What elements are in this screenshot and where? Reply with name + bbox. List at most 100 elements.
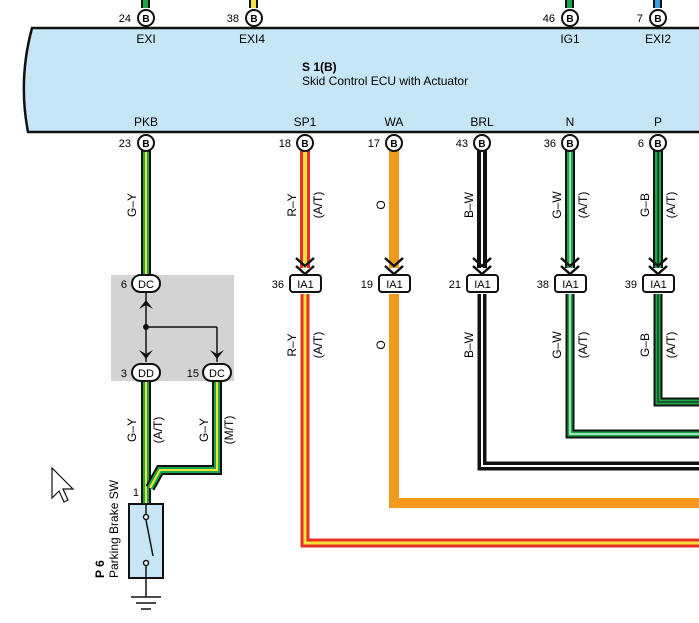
wire-label: G–W xyxy=(550,191,564,219)
wire-labels: G–Y R–Y (A/T) O B–W G–W (A/T) G–B (A/T) … xyxy=(125,191,678,445)
ecu-name: Skid Control ECU with Actuator xyxy=(302,74,468,88)
junction-pin-top-dc: DC 6 xyxy=(121,274,161,293)
connector-pin: 15 xyxy=(187,368,199,380)
wire-note: (A/T) xyxy=(664,192,678,219)
wire-note: (M/T) xyxy=(222,416,236,445)
top-wires xyxy=(141,0,662,8)
pin-pkb: 23 B xyxy=(119,134,155,152)
wire-note: (A/T) xyxy=(664,332,678,359)
wire-pkb-upper xyxy=(141,148,151,276)
pin-number: 38 xyxy=(227,13,239,25)
pin-p: 6 B xyxy=(638,134,667,152)
wire-note: (A/T) xyxy=(311,192,325,219)
connector-letter: B xyxy=(390,139,397,150)
pin-number: 23 xyxy=(119,138,131,150)
wire-mt-branch xyxy=(145,380,222,491)
pin-number: 24 xyxy=(119,13,131,25)
connector-letter: B xyxy=(654,14,661,25)
pin-wa: 17 B xyxy=(368,134,403,152)
pin-sp1: 18 B xyxy=(279,134,314,152)
arrow-down-icon xyxy=(210,350,224,359)
connector-letter: B xyxy=(250,14,257,25)
connector-name: DC xyxy=(209,368,225,380)
wire-n-upper xyxy=(565,148,575,268)
ground-icon xyxy=(131,596,161,610)
junction-pins: DC 6 DD 3 DC 15 xyxy=(121,274,232,382)
wire-ig1 xyxy=(565,0,574,8)
pin-label: IG1 xyxy=(560,32,580,46)
pin-number: 7 xyxy=(637,13,643,25)
pin-label-wa: WA xyxy=(385,115,404,129)
ecu-code: S 1(B) xyxy=(302,60,337,74)
junction-pin-bottom-dc: DC 15 xyxy=(187,363,232,382)
connector-name: IA1 xyxy=(562,279,579,291)
wire-label: B–W xyxy=(462,331,476,358)
connector-pin: 3 xyxy=(121,368,127,380)
wire-exi xyxy=(141,0,150,8)
ia1-connector-n: IA1 38 xyxy=(537,257,587,293)
wire-label: G–Y xyxy=(125,418,139,442)
pin-number: 17 xyxy=(368,138,380,150)
wire-exi4 xyxy=(249,0,258,8)
pin-label-n: N xyxy=(566,115,575,129)
wire-label: O xyxy=(374,340,388,349)
wire-brl-run xyxy=(477,294,699,471)
arrow-up-icon xyxy=(139,300,153,309)
wire-p-upper xyxy=(653,148,663,268)
pin-number: 6 xyxy=(638,138,644,150)
pin-number: 43 xyxy=(456,138,468,150)
wire-p-run xyxy=(653,294,699,407)
ecu-box: S 1(B) Skid Control ECU with Actuator xyxy=(22,26,699,134)
ia1-connectors: IA1 36 IA1 19 IA1 21 IA1 38 xyxy=(272,257,675,293)
splice-point xyxy=(143,324,149,330)
pin-label: EXI xyxy=(136,32,155,46)
wire-note: (A/T) xyxy=(311,332,325,359)
wire-label: R–Y xyxy=(285,193,299,216)
pin-n: 36 B xyxy=(544,134,579,152)
wire-label: G–Y xyxy=(197,418,211,442)
connector-letter: B xyxy=(142,139,149,150)
wire-label: O xyxy=(374,200,388,209)
wire-label: G–B xyxy=(638,333,652,357)
connector-letter: B xyxy=(142,14,149,25)
wire-note: (A/T) xyxy=(151,417,165,444)
wire-label: G–Y xyxy=(125,193,139,217)
ia1-connector-brl: IA1 21 xyxy=(449,257,499,293)
ia1-connector-p: IA1 39 xyxy=(625,257,675,293)
pin-label: EXI2 xyxy=(645,32,671,46)
switch-name: Parking Brake SW xyxy=(107,479,121,578)
pin-brl: 43 B xyxy=(456,134,491,152)
wire-note: (A/T) xyxy=(576,192,590,219)
wire-label: G–B xyxy=(638,193,652,217)
connector-letter: B xyxy=(654,139,661,150)
connector-pin: 21 xyxy=(449,279,461,291)
pin-label-sp1: SP1 xyxy=(294,115,317,129)
connector-letter: B xyxy=(478,139,485,150)
wire-sp1-upper xyxy=(300,148,310,268)
switch-code: P 6 xyxy=(93,560,107,578)
pin-ig1: 46 B IG1 xyxy=(543,9,580,46)
connector-pin: 38 xyxy=(537,279,549,291)
wire-wa-upper xyxy=(389,148,399,268)
mouse-cursor-icon xyxy=(51,466,75,503)
switch-pin: 1 xyxy=(133,487,139,499)
pin-label: EXI4 xyxy=(239,32,265,46)
wire-wa-run xyxy=(389,294,699,508)
arrow-down-icon xyxy=(139,350,153,359)
connector-pin: 39 xyxy=(625,279,637,291)
connector-pin: 6 xyxy=(121,279,127,291)
ecu-bottom-pins: 23 B 18 B 17 B 43 B 36 B 6 B xyxy=(119,134,667,152)
pin-number: 46 xyxy=(543,13,555,25)
ecu-bottom-pin-labels: PKB SP1 WA BRL N P xyxy=(134,115,662,129)
wire-exi2 xyxy=(653,0,662,8)
connector-name: DD xyxy=(138,368,154,380)
pin-exi2: 7 B EXI2 xyxy=(637,9,671,46)
pin-number: 36 xyxy=(544,138,556,150)
ia1-connector-wa: IA1 19 xyxy=(361,257,411,293)
wire-label: B–W xyxy=(462,191,476,218)
switch-contact xyxy=(145,519,154,557)
connector-name: IA1 xyxy=(297,279,314,291)
connector-pin: 19 xyxy=(361,279,373,291)
connector-pin: 36 xyxy=(272,279,284,291)
